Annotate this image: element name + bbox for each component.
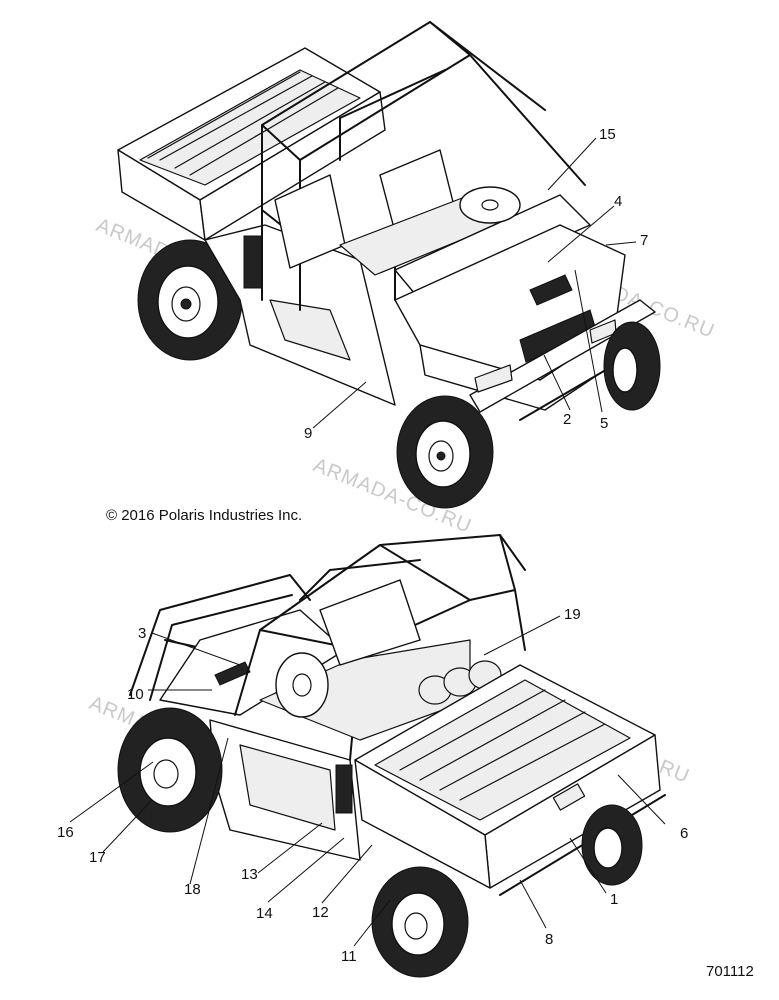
rear-view-hood-vent [214, 661, 251, 686]
rear-view-rear-wheel [371, 866, 469, 978]
rear-view-steering-wheel [275, 652, 329, 718]
callout-5: 5 [600, 415, 608, 432]
callout-16: 16 [57, 824, 74, 841]
vehicle-front-view [117, 21, 661, 509]
callout-3: 3 [138, 625, 146, 642]
callout-9: 9 [304, 425, 312, 442]
copyright-text: © 2016 Polaris Industries Inc. [106, 507, 302, 524]
rear-view-front-wheel [117, 707, 223, 833]
callout-labels: 15 4 7 9 2 5 3 19 10 6 1 8 16 17 18 13 1… [57, 126, 688, 965]
side-vent [243, 235, 263, 289]
rear-view-hood [159, 609, 346, 716]
callout-1: 1 [610, 891, 618, 908]
front-right-wheel [603, 321, 661, 411]
callout-6: 6 [680, 825, 688, 842]
callout-15: 15 [599, 126, 616, 143]
cargo-bed-ribs [147, 71, 339, 176]
rear-view-tailgate-latch [552, 783, 586, 811]
steering-wheel [459, 186, 521, 224]
cargo-box-front-wall [199, 91, 386, 241]
callout-19: 19 [564, 606, 581, 623]
callout-12: 12 [312, 904, 329, 921]
hood-vent [529, 274, 573, 306]
callout-17: 17 [89, 849, 106, 866]
vehicle-rear-view [117, 534, 666, 978]
rear-view-cargo-ribs [399, 689, 606, 801]
rear-view-side-vent [335, 764, 353, 814]
callout-11: 11 [341, 948, 357, 965]
rear-view-air-intakes [418, 660, 502, 705]
rear-view-door-panel [239, 744, 336, 831]
headlight-left [474, 364, 513, 393]
part-number: 701112 [706, 963, 754, 980]
rear-view-rear-right-wheel [581, 804, 643, 886]
callout-2: 2 [563, 411, 571, 428]
callout-8: 8 [545, 931, 553, 948]
leader-lines [69, 137, 666, 947]
callout-13: 13 [241, 866, 258, 883]
rear-view-cargo-side [354, 759, 491, 889]
rear-view-cargo-floor [374, 679, 631, 821]
callout-14: 14 [256, 905, 273, 922]
callout-10: 10 [127, 686, 144, 703]
callout-4: 4 [614, 193, 622, 210]
callout-18: 18 [184, 881, 201, 898]
callout-7: 7 [640, 232, 648, 249]
door-panel [269, 299, 351, 361]
rear-view-seat [319, 579, 421, 666]
rear-left-wheel [137, 239, 243, 361]
front-left-wheel [396, 395, 494, 509]
